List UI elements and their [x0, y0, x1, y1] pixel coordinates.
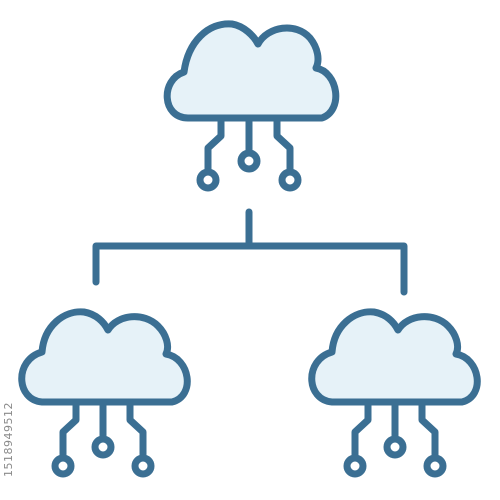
bottom-left-cloud-icon [18, 308, 191, 406]
stock-id-label: 1518949512 [2, 402, 15, 478]
hierarchy-connector [92, 208, 408, 296]
bottom-left-circuit-connectors [51, 398, 155, 478]
top-cloud-icon [163, 20, 340, 122]
bottom-right-circuit-connectors [343, 398, 447, 478]
top-circuit-connectors [196, 114, 302, 192]
bottom-right-cloud-icon [308, 308, 481, 406]
